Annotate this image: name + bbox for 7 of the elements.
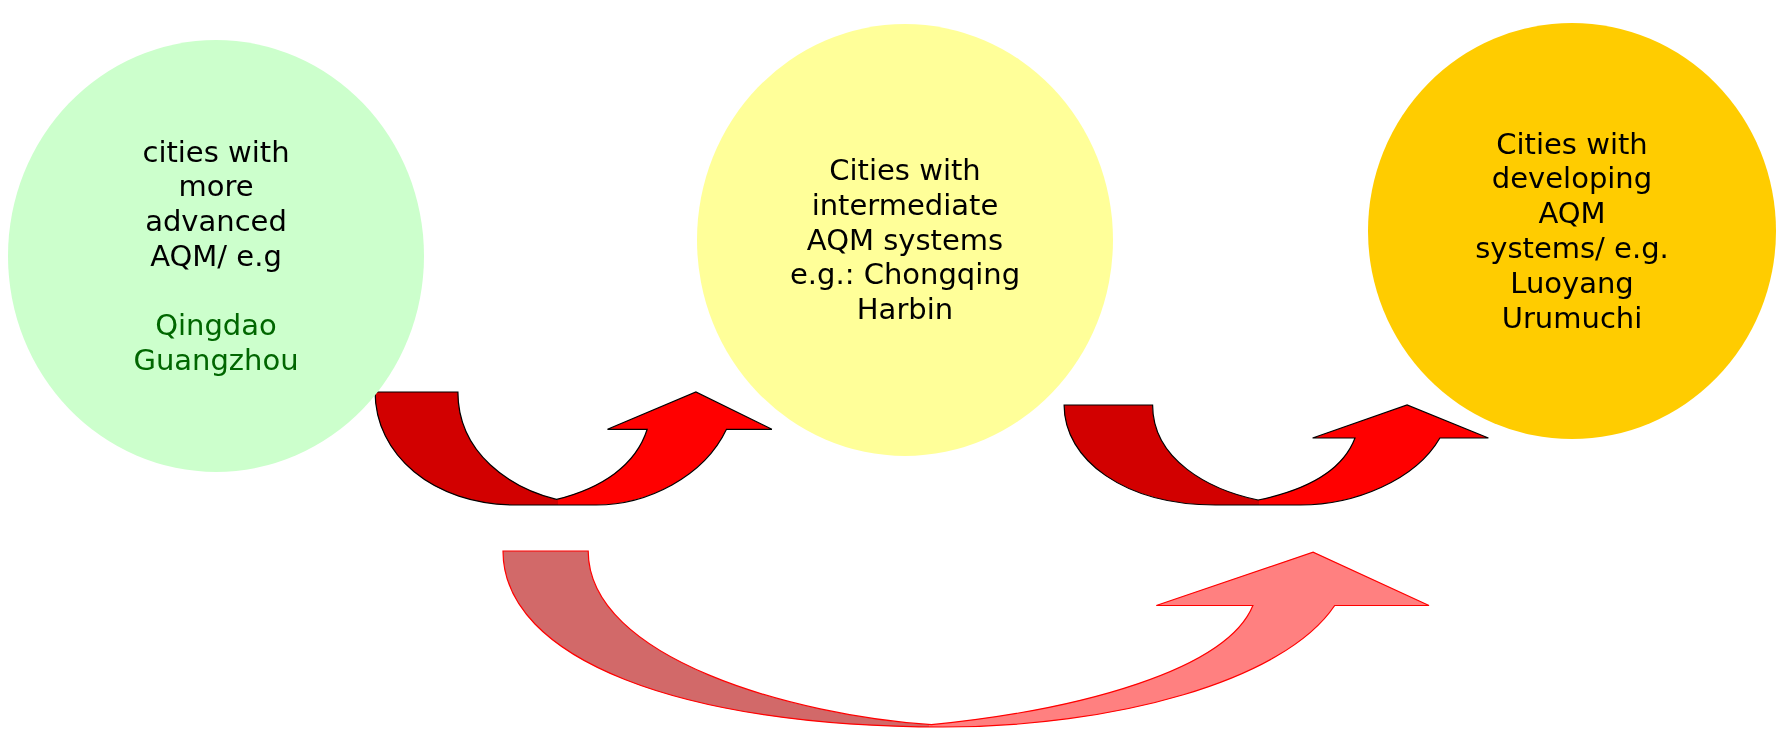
curved-arrow (1063, 404, 1489, 506)
curved-arrow (502, 550, 1430, 728)
circle-heading: cities with more advanced AQM/ e.g (141, 134, 291, 274)
curved-arrow (374, 391, 773, 506)
circle-heading: Cities with developing AQM systems/ e.g. Luoyang Urumuchi (1474, 126, 1670, 336)
circle-heading: Cities with intermediate AQM systems e.g.: Chongqing Harbin (789, 153, 1021, 327)
example-cities: Qingdao Guangzhou (132, 307, 300, 378)
